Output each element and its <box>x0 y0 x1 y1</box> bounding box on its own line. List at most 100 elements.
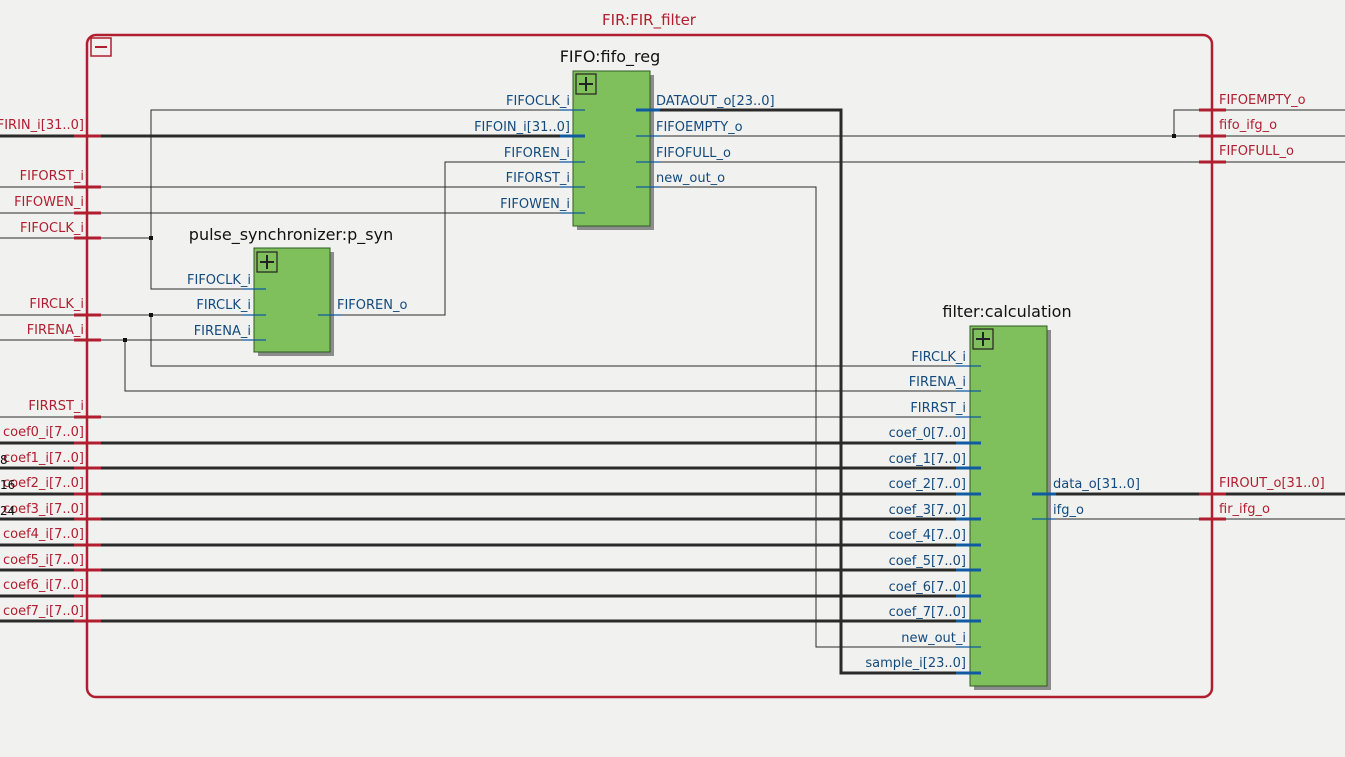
calc-block-body <box>969 325 1048 687</box>
pin-firclk[interactable]: FIRCLK_i <box>29 297 101 317</box>
psyn-block[interactable]: pulse_synchronizer:p_syn FIFOCLK_i FIRCL… <box>187 225 407 356</box>
wire-fifoclk-to-psyn <box>150 238 265 290</box>
pin-coef0[interactable]: coef0_i[7..0] <box>3 425 101 445</box>
port-label: coef_4[7..0] <box>889 528 966 543</box>
pin-firout-o[interactable]: FIROUT_o[31..0] <box>1199 476 1325 496</box>
junction-fifoempty <box>1172 134 1176 138</box>
calc-block-title: filter:calculation <box>942 302 1071 321</box>
port-label: FIRENA_i <box>909 375 966 390</box>
wire-dataout-bus <box>636 108 980 675</box>
port-label: FIFOEMPTY_o <box>656 120 743 135</box>
port-label: FIFOFULL_o <box>656 146 731 161</box>
pin-coef1[interactable]: coef1_i[7..0] <box>3 451 101 470</box>
svg-text:FIFOWEN_i: FIFOWEN_i <box>14 195 84 210</box>
top-input-pins: FIRIN_i[31..0] FIFORST_i FIFOWEN_i FIFOC… <box>0 118 101 623</box>
fifo-block-title: FIFO:fifo_reg <box>560 47 661 67</box>
svg-text:coef3_i[7..0]: coef3_i[7..0] <box>3 502 84 517</box>
port-label: coef_2[7..0] <box>889 477 966 492</box>
top-frame[interactable]: FIR:FIR_filter <box>85 11 1214 699</box>
pin-fifo-ifg-o[interactable]: fifo_ifg_o <box>1199 118 1277 138</box>
pin-fir-ifg-o[interactable]: fir_ifg_o <box>1199 502 1270 521</box>
calc-block[interactable]: filter:calculation FIRCLK_i FIRENA_i FIR… <box>865 302 1140 690</box>
svg-text:coef7_i[7..0]: coef7_i[7..0] <box>3 604 84 619</box>
pin-fifowen[interactable]: FIFOWEN_i <box>14 195 101 215</box>
svg-text:FIRENA_i: FIRENA_i <box>27 323 84 338</box>
port-label: DATAOUT_o[23..0] <box>656 94 775 109</box>
port-label: coef_5[7..0] <box>889 554 966 569</box>
port-label: coef_3[7..0] <box>889 503 966 518</box>
port-label: coef_0[7..0] <box>889 426 966 441</box>
svg-text:FIFORST_i: FIFORST_i <box>20 169 84 184</box>
pin-fifoempty-o[interactable]: FIFOEMPTY_o <box>1199 93 1306 112</box>
port-label: FIFOREN_o <box>337 298 407 313</box>
svg-text:coef5_i[7..0]: coef5_i[7..0] <box>3 553 84 568</box>
pin-fifoclk[interactable]: FIFOCLK_i <box>20 221 101 240</box>
port-label: FIRCLK_i <box>911 350 966 365</box>
pin-firena[interactable]: FIRENA_i <box>27 323 101 342</box>
top-output-pins: FIFOEMPTY_o fifo_ifg_o FIFOFULL_o FIROUT… <box>1199 93 1325 521</box>
svg-text:FIFOEMPTY_o: FIFOEMPTY_o <box>1219 93 1306 108</box>
port-label: FIFOCLK_i <box>506 94 570 109</box>
junction-firclk <box>149 313 153 317</box>
port-label: new_out_o <box>656 171 725 186</box>
top-frame-border <box>85 33 1214 699</box>
junction-fifoclk <box>149 236 153 240</box>
psyn-block-title: pulse_synchronizer:p_syn <box>189 225 393 245</box>
top-frame-title: FIR:FIR_filter <box>602 11 697 30</box>
port-label: FIFOIN_i[31..0] <box>474 120 570 135</box>
bit-offset-label: 16 <box>0 478 15 492</box>
wire-new-out <box>636 186 980 648</box>
port-label: FIFOREN_i <box>504 146 570 161</box>
pin-coef3[interactable]: coef3_i[7..0] <box>3 502 101 521</box>
pin-firin[interactable]: FIRIN_i[31..0] <box>0 118 101 138</box>
pin-firrst[interactable]: FIRRST_i <box>28 399 101 419</box>
pin-fifofull-o[interactable]: FIFOFULL_o <box>1199 144 1294 164</box>
expand-icon[interactable] <box>256 251 278 273</box>
svg-text:FIRRST_i: FIRRST_i <box>28 399 84 414</box>
junction-firena <box>123 338 127 342</box>
wire-firclk-to-calc <box>150 315 980 367</box>
bit-offset-label: 24 <box>0 504 15 518</box>
wire-firena-to-calc <box>124 340 980 392</box>
port-label: new_out_i <box>901 631 966 646</box>
bit-offset-label: 8 <box>0 453 8 467</box>
port-label: FIFORST_i <box>506 171 570 186</box>
wire-fifoclk-to-fifo <box>150 109 585 238</box>
svg-text:FIFOFULL_o: FIFOFULL_o <box>1219 144 1294 159</box>
svg-text:FIROUT_o[31..0]: FIROUT_o[31..0] <box>1219 476 1325 491</box>
svg-text:fifo_ifg_o: fifo_ifg_o <box>1219 118 1277 133</box>
pin-coef6[interactable]: coef6_i[7..0] <box>3 578 101 598</box>
expand-icon[interactable] <box>575 73 597 95</box>
wire-fifoempty-branch <box>1173 109 1345 136</box>
port-label: FIRCLK_i <box>196 298 251 313</box>
svg-text:FIRCLK_i: FIRCLK_i <box>29 297 84 312</box>
svg-text:FIRIN_i[31..0]: FIRIN_i[31..0] <box>0 118 84 133</box>
wires <box>0 108 1345 675</box>
port-label: FIFOWEN_i <box>500 197 570 212</box>
port-label: FIRRST_i <box>910 401 966 416</box>
pin-coef4[interactable]: coef4_i[7..0] <box>3 527 101 547</box>
fifo-block[interactable]: FIFO:fifo_reg FIFOCLK_i FIFOIN_i[31..0] … <box>474 47 775 230</box>
port-label: coef_7[7..0] <box>889 605 966 620</box>
pin-fiforst[interactable]: FIFORST_i <box>20 169 101 189</box>
port-label: coef_1[7..0] <box>889 452 966 467</box>
pin-coef2[interactable]: coef2_i[7..0] <box>3 476 101 496</box>
port-label: coef_6[7..0] <box>889 580 966 595</box>
svg-text:coef6_i[7..0]: coef6_i[7..0] <box>3 578 84 593</box>
svg-text:FIFOCLK_i: FIFOCLK_i <box>20 221 84 236</box>
svg-text:coef0_i[7..0]: coef0_i[7..0] <box>3 425 84 440</box>
fifo-block-body <box>572 70 651 227</box>
expand-icon[interactable] <box>972 328 994 350</box>
svg-text:coef4_i[7..0]: coef4_i[7..0] <box>3 527 84 542</box>
pin-coef7[interactable]: coef7_i[7..0] <box>3 604 101 623</box>
port-label: data_o[31..0] <box>1053 477 1140 492</box>
port-label: sample_i[23..0] <box>865 656 966 671</box>
pin-coef5[interactable]: coef5_i[7..0] <box>3 553 101 572</box>
port-label: ifg_o <box>1053 503 1084 518</box>
port-label: FIRENA_i <box>194 324 251 339</box>
svg-text:coef1_i[7..0]: coef1_i[7..0] <box>3 451 84 466</box>
collapse-icon[interactable] <box>90 37 112 57</box>
svg-text:fir_ifg_o: fir_ifg_o <box>1219 502 1270 517</box>
wire-fiforen <box>320 161 585 316</box>
